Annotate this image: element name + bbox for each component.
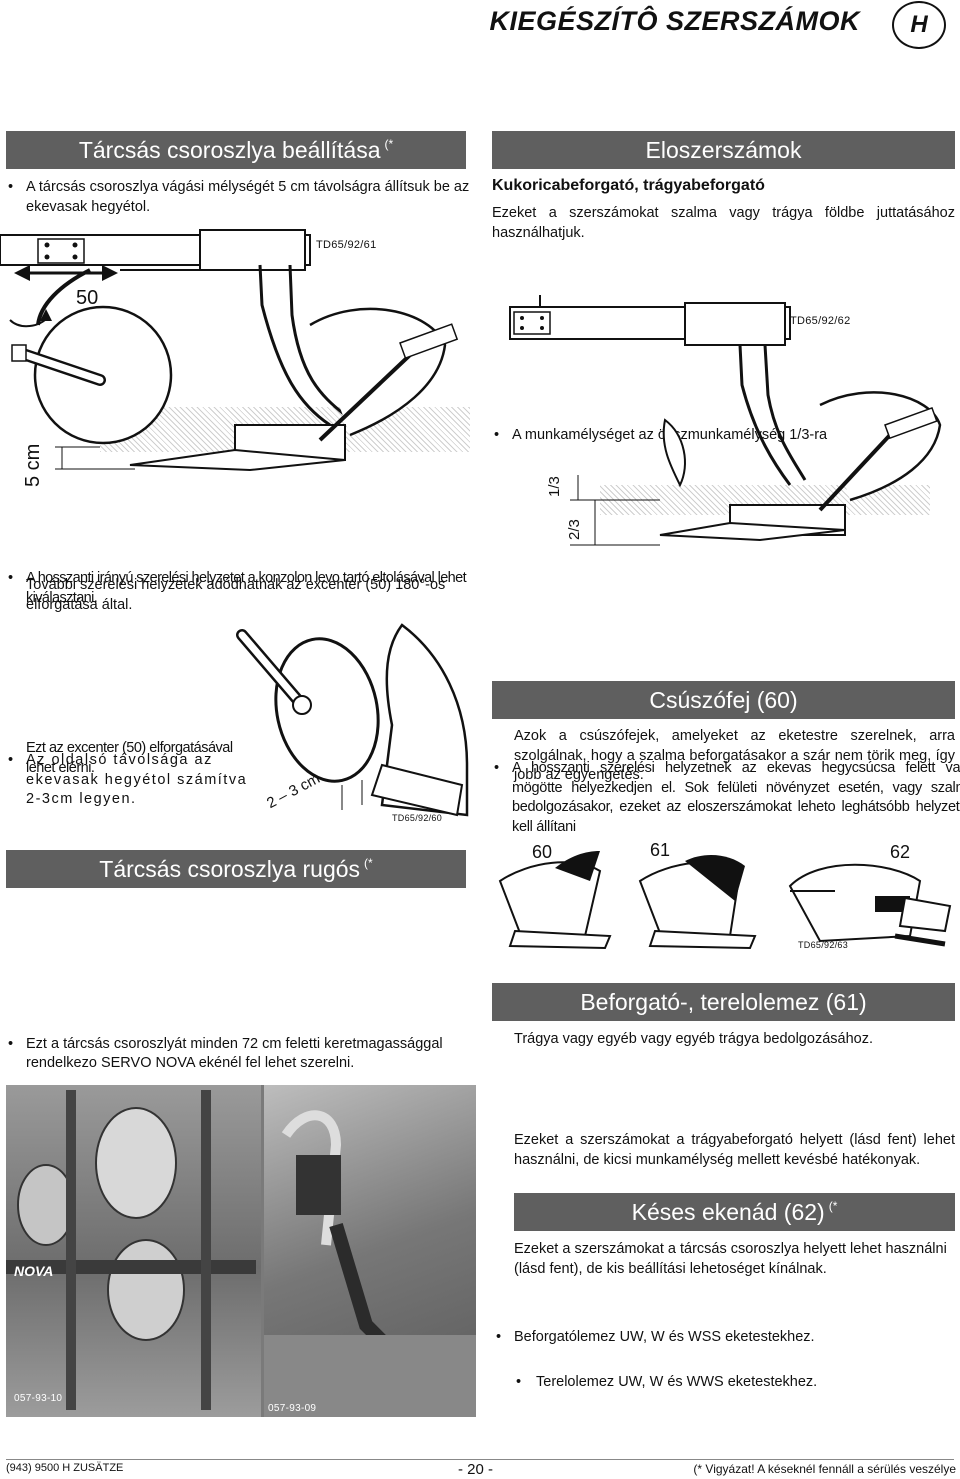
attachments-drawing <box>498 851 952 950</box>
warning-marker: (* <box>384 137 394 151</box>
footer-warning-note: (* Vigyázat! A késeknél fennáll a sérülé… <box>693 1462 956 1476</box>
figure-label-two-thirds: 2/3 <box>566 519 583 540</box>
page-header-title: KIEGÉSZÍTÔ SZERSZÁMOK <box>489 6 860 36</box>
warning-marker: (* <box>364 856 373 870</box>
bullet-deflector: Terelolemez UW, W és WWS eketestekhez. <box>514 1373 960 1393</box>
figure-label-61: 61 <box>650 840 671 860</box>
figure-skimmer-depth: TD65/92/62 1/3 2/3 <box>490 285 960 560</box>
para-eccentric-adjust: Ezt az excenter (50) elforgatásával lehe… <box>26 740 233 776</box>
figure-code-attachments: TD65/92/63 <box>798 940 849 950</box>
photo-code-1: 057-93-10 <box>14 1393 63 1404</box>
section-title-knife-coulter: Késes ekenád (62)(* <box>514 1193 955 1231</box>
bullet-turn-plate: Beforgatólemez UW, W és WSS eketestekhez… <box>494 1328 960 1348</box>
para-slide-head: Azok a csúszófejek, amelyeket az eketest… <box>514 728 955 783</box>
figure-side-distance: 2 – 3 cm TD65/92/60 <box>232 615 472 825</box>
subtitle-corn-manure: Kukoricabeforgató, trágyabeforgató <box>492 177 765 194</box>
figure-attachments: 60 61 62 TD65/92/63 <box>490 836 960 956</box>
section-badge: H <box>892 1 946 49</box>
bullet-longitudinal-skimmer: A hosszanti szerelési helyzetnek az ekev… <box>492 759 960 837</box>
figure-code-right: TD65/92/62 <box>790 315 851 327</box>
skimmer-drawing <box>509 295 942 546</box>
section-title-spring-disc-coulter: Tárcsás csoroszlya rugós(* <box>6 850 466 888</box>
photo-brand-logo: NOVA <box>14 1263 54 1279</box>
figure-code-2: TD65/92/60 <box>392 813 443 823</box>
para-tools-purpose: Ezeket a szerszámokat szalma vagy trágya… <box>492 205 955 241</box>
figure-label-one-third: 1/3 <box>546 476 563 497</box>
photo-code-2: 057-93-09 <box>268 1403 317 1414</box>
bullet-work-depth: A munkamélységet az összmunkamélység 1/3… <box>492 426 960 446</box>
footer-doc-code: (943) 9500 H ZUSÄTZE <box>6 1462 124 1474</box>
footer-page-number: - 20 - <box>458 1461 494 1478</box>
section-title-mouldboard: Beforgató-, terelolemez (61) <box>492 983 955 1021</box>
section-title-text: Késes ekenád (62) <box>631 1198 825 1225</box>
figure-label-50: 50 <box>76 287 99 309</box>
section-title-text: Eloszerszámok <box>645 136 802 163</box>
bullet-servo-nova: Ezt a tárcsás csoroszlyát minden 72 cm f… <box>6 1035 486 1074</box>
photo-disc-coulters: NOVA 057-93-10 057-93-09 <box>6 1085 476 1417</box>
figure-label-60: 60 <box>532 842 553 862</box>
disc-coulter-drawing <box>0 229 459 472</box>
para-knife-coulter: Ezeket a szerszámokat a tárcsás csoroszl… <box>514 1241 947 1277</box>
bullet-longitudinal-position: A hosszanti irányú szerelési helyzetet a… <box>6 569 486 608</box>
section-title-text: Tárcsás csoroszlya beállítása <box>78 136 381 163</box>
figure-label-62: 62 <box>890 842 911 862</box>
figure-code: TD65/92/61 <box>316 239 377 251</box>
section-title-text: Tárcsás csoroszlya rugós <box>99 855 361 882</box>
section-title-slide-head: Csúszófej (60) <box>492 681 955 719</box>
para-manure: Trágya vagy egyéb vagy egyéb trágya bedo… <box>514 1031 873 1047</box>
section-title-front-tools: Eloszerszámok <box>492 131 955 169</box>
section-title-disc-coulter-setting: Tárcsás csoroszlya beállítása(* <box>6 131 466 169</box>
para-alternative: Ezeket a szerszámokat a trágyabeforgató … <box>514 1132 955 1168</box>
footer-divider <box>6 1459 954 1460</box>
section-title-text: Csúszófej (60) <box>649 686 798 713</box>
para-eccentric-rotation: További szerelési helyzetek adódhatnak a… <box>26 577 446 613</box>
side-distance-drawing <box>236 623 469 817</box>
figure-disc-coulter-depth: 50 TD65/92/61 5 cm <box>0 225 475 525</box>
warning-marker: (* <box>828 1199 838 1213</box>
bullet-side-distance: Az oldalsó távolsága az ekevasak hegyéto… <box>6 751 256 810</box>
figure-label-5cm: 5 cm <box>22 443 44 487</box>
bullet-cut-depth: A tárcsás csoroszlya vágási mélységét 5 … <box>6 178 486 217</box>
photo-drawing <box>6 1090 476 1417</box>
section-title-text: Beforgató-, terelolemez (61) <box>580 988 867 1015</box>
